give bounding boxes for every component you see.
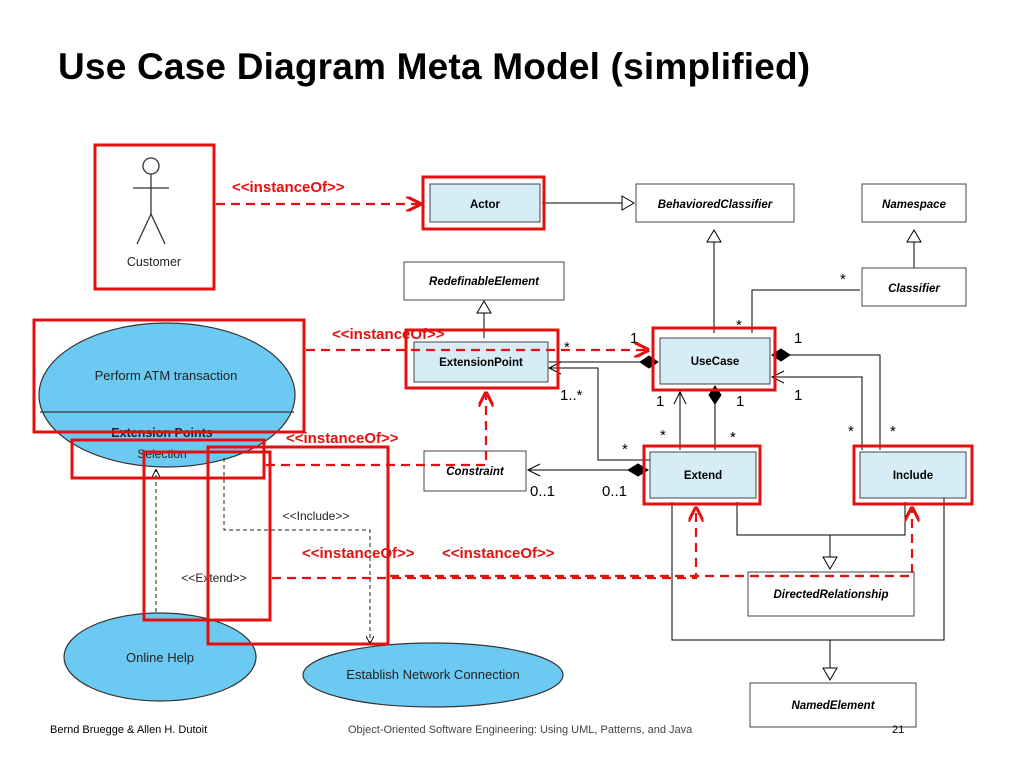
class-classifier-label: Classifier	[888, 283, 940, 295]
label-instanceof-actor: <<instanceOf>>	[232, 179, 345, 196]
highlight-perform-atm	[32, 318, 306, 434]
highlight-use-case-class	[651, 326, 777, 392]
class-constraint-label: Constraint	[446, 466, 505, 478]
highlight-actor-class	[421, 175, 546, 231]
highlight-include-dep	[206, 445, 390, 646]
mult-usecase-left-one: 1	[630, 330, 638, 347]
label-instanceof-constraint: <<instanceOf>>	[286, 430, 399, 447]
class-extend-label: Extend	[684, 470, 722, 482]
customer-label: Customer	[127, 255, 181, 269]
label-instanceof-ep: <<instanceOf>>	[332, 326, 445, 343]
instance-of-highlights	[32, 143, 974, 646]
usecase-online-help-label: Online Help	[126, 650, 194, 665]
class-redefinable-element	[403, 261, 565, 301]
class-use-case	[659, 337, 771, 385]
mult-usecase-top-one: 1	[794, 330, 802, 347]
class-include-label: Include	[893, 470, 933, 482]
class-boxes: Actor BehavioredClassifier Namespace Cla…	[403, 183, 967, 728]
instance-of-arrows	[216, 204, 912, 580]
highlight-extension-point-class	[404, 328, 560, 390]
mult-extend-star-right: *	[730, 429, 736, 446]
usecase-network	[302, 642, 564, 708]
mult-extend-star-mid: *	[660, 427, 666, 444]
mult-usecase-top-star: *	[736, 317, 742, 334]
class-constraint	[423, 450, 527, 492]
label-instanceof-extend: <<instanceOf>>	[302, 545, 415, 562]
customer-actor	[133, 157, 169, 245]
class-directed-relationship-label: DirectedRelationship	[773, 589, 888, 601]
class-extend	[649, 451, 757, 499]
highlight-extend-class	[642, 444, 762, 506]
mult-usecase-bm-one: 1	[736, 393, 744, 410]
class-include	[859, 451, 967, 499]
class-directed-relationship	[747, 571, 915, 617]
include-stereotype-label: <<Include>>	[283, 509, 350, 523]
class-use-case-label: UseCase	[691, 356, 740, 368]
footer-book: Object-Oriented Software Engineering: Us…	[348, 724, 693, 736]
usecase-perform-atm	[38, 322, 296, 468]
extend-stereotype-label: <<Extend>>	[181, 571, 246, 585]
mult-constraint-zero-one: 0..1	[530, 483, 555, 500]
usecase-network-label: Establish Network Connection	[346, 667, 519, 682]
highlight-selection	[70, 438, 266, 480]
class-actor	[429, 183, 541, 223]
mult-usecase-right-one: 1	[794, 387, 802, 404]
mult-classifier-star: *	[840, 271, 846, 288]
mult-include-star-right: *	[890, 423, 896, 440]
mult-include-star-left: *	[848, 423, 854, 440]
usecase-perform-atm-label: Perform ATM transaction	[95, 368, 238, 383]
class-named-element	[749, 682, 917, 728]
multiplicities: * * 1 * 1 1..* 1 1 1 * * * * * 0..1 0..1	[530, 271, 896, 500]
mult-ep-one-many: 1..*	[560, 387, 583, 404]
class-classifier	[861, 267, 967, 307]
arrow-include-to-include	[390, 508, 912, 578]
class-named-element-label: NamedElement	[791, 700, 875, 712]
class-extension-point-label: ExtensionPoint	[439, 357, 523, 369]
class-namespace	[861, 183, 967, 223]
class-extension-point	[413, 341, 549, 383]
highlight-customer	[93, 143, 216, 291]
class-behaviored-classifier	[635, 183, 795, 223]
include-dependency	[223, 458, 370, 643]
class-actor-label: Actor	[470, 199, 501, 211]
footer-page-number: 21	[892, 724, 905, 736]
label-instanceof-include: <<instanceOf>>	[442, 545, 555, 562]
mult-extend-star-left: *	[622, 441, 628, 458]
footer-authors: Bernd Bruegge & Allen H. Dutoit	[50, 724, 208, 736]
class-redefinable-element-label: RedefinableElement	[429, 276, 540, 288]
instance-of-labels: <<instanceOf>> <<instanceOf>> <<instance…	[232, 179, 555, 562]
highlight-include-class	[852, 444, 974, 506]
mult-extend-zero-one: 0..1	[602, 483, 627, 500]
class-behaviored-classifier-label: BehavioredClassifier	[658, 199, 773, 211]
mult-ep-star: *	[564, 339, 570, 356]
slide-title: Use Case Diagram Meta Model (simplified)	[58, 46, 811, 87]
arrow-extend-to-extend	[272, 508, 696, 580]
mult-usecase-bl-one: 1	[656, 393, 664, 410]
class-namespace-label: Namespace	[882, 199, 947, 211]
